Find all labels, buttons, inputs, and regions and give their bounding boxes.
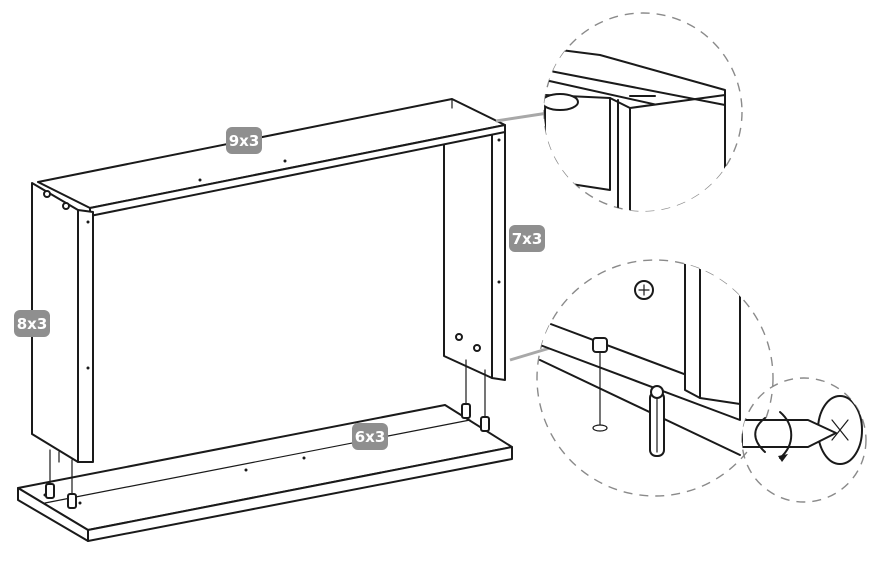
right-side-panel — [443, 109, 506, 381]
right-dowels — [461, 359, 490, 432]
badge-bottom-panel: 6x3 — [352, 423, 388, 450]
badge-right-panel: 7x3 — [509, 225, 545, 252]
badge-left-panel: 8x3 — [14, 310, 50, 337]
badge-top-panel: 9x3 — [226, 127, 262, 154]
dowel-insertion-icon — [536, 259, 774, 497]
top-panel — [37, 98, 506, 217]
detail-connector-top — [495, 111, 549, 123]
joint-detail-icon — [543, 12, 743, 212]
left-dowels — [45, 449, 77, 509]
bottom-board — [17, 404, 513, 542]
badge-left-panel-label: 8x3 — [17, 315, 48, 333]
left-side-panel — [31, 182, 94, 463]
badge-right-panel-label: 7x3 — [512, 230, 543, 248]
badge-top-panel-label: 9x3 — [229, 132, 260, 150]
badge-bottom-panel-label: 6x3 — [355, 428, 386, 446]
screwdriver-icon — [741, 377, 867, 503]
